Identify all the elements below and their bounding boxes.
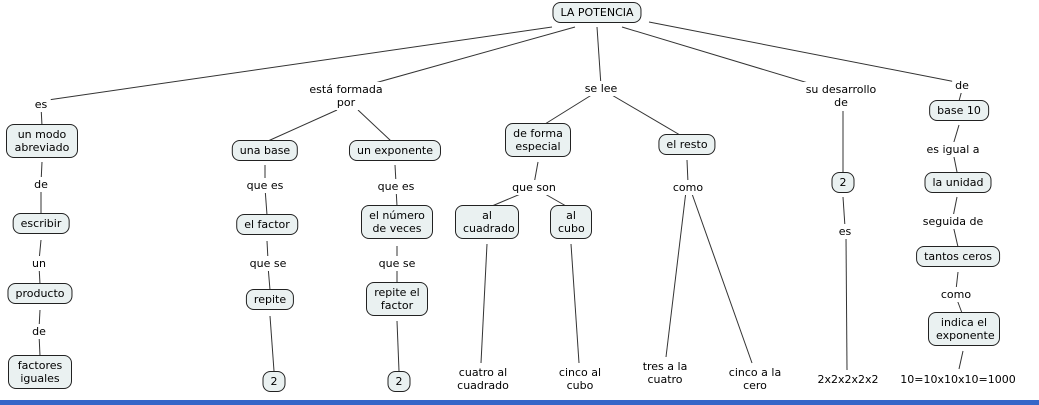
link-seguida-de[interactable]: seguida de (919, 214, 987, 229)
node-repite-el-factor[interactable]: repite el factor (366, 282, 428, 316)
node-tres-a-la-cuatro[interactable]: tres a la cuatro (639, 360, 691, 386)
node-el-resto[interactable]: el resto (658, 134, 716, 155)
link-que-es-exp[interactable]: que es (374, 179, 418, 194)
link-es-desarrollo[interactable]: es (835, 224, 855, 239)
link-se-lee[interactable]: se lee (581, 81, 621, 96)
node-escribir[interactable]: escribir (12, 213, 70, 234)
node-ejemplo-10-1000[interactable]: 10=10x10x10=1000 (900, 373, 1016, 386)
node-indica-el-exponente[interactable]: indica el exponente (928, 312, 1000, 346)
link-que-se-exp[interactable]: que se (375, 256, 419, 271)
link-que-es-base[interactable]: que es (243, 178, 287, 193)
link-de-1[interactable]: de (31, 177, 51, 192)
node-base-10[interactable]: base 10 (929, 100, 989, 121)
node-el-factor[interactable]: el factor (236, 214, 298, 235)
node-cuatro-al-cuadrado[interactable]: cuatro al cuadrado (453, 366, 513, 392)
link-como-base10[interactable]: como (937, 287, 975, 302)
node-expansion-2x2x2x2x2[interactable]: 2x2x2x2x2 (817, 373, 879, 386)
node-la-potencia[interactable]: LA POTENCIA (552, 2, 642, 23)
link-de-base10[interactable]: de (952, 78, 972, 93)
node-repite[interactable]: repite (245, 289, 295, 310)
node-dos-desarrollo[interactable]: 2 (831, 172, 855, 193)
link-que-son[interactable]: que son (509, 180, 559, 195)
link-un[interactable]: un (29, 256, 49, 271)
node-producto[interactable]: producto (7, 283, 73, 304)
node-cinco-a-la-cero[interactable]: cinco a la cero (727, 366, 783, 392)
bottom-blue-bar (0, 400, 1039, 405)
link-de-2[interactable]: de (29, 324, 49, 339)
node-al-cubo[interactable]: al cubo (550, 205, 592, 239)
node-el-numero-de-veces[interactable]: el número de veces (361, 205, 433, 239)
node-un-modo-abreviado[interactable]: un modo abreviado (6, 124, 78, 158)
link-su-desarrollo-de[interactable]: su desarrollo de (801, 82, 881, 110)
node-dos-base[interactable]: 2 (262, 371, 286, 392)
node-factores-iguales[interactable]: factores iguales (8, 355, 72, 389)
node-de-forma-especial[interactable]: de forma especial (505, 123, 571, 157)
node-tantos-ceros[interactable]: tantos ceros (916, 246, 1000, 267)
link-esta-formada-por[interactable]: está formada por (304, 82, 388, 110)
link-es[interactable]: es (31, 97, 51, 112)
link-es-igual-a[interactable]: es igual a (923, 142, 983, 157)
node-un-exponente[interactable]: un exponente (348, 140, 442, 161)
node-al-cuadrado[interactable]: al cuadrado (455, 205, 519, 239)
link-que-se-base[interactable]: que se (246, 256, 290, 271)
node-cinco-al-cubo[interactable]: cinco al cubo (554, 366, 606, 392)
link-como-resto[interactable]: como (669, 180, 707, 195)
node-dos-exp[interactable]: 2 (387, 371, 411, 392)
node-la-unidad[interactable]: la unidad (924, 172, 992, 193)
node-una-base[interactable]: una base (231, 140, 299, 161)
